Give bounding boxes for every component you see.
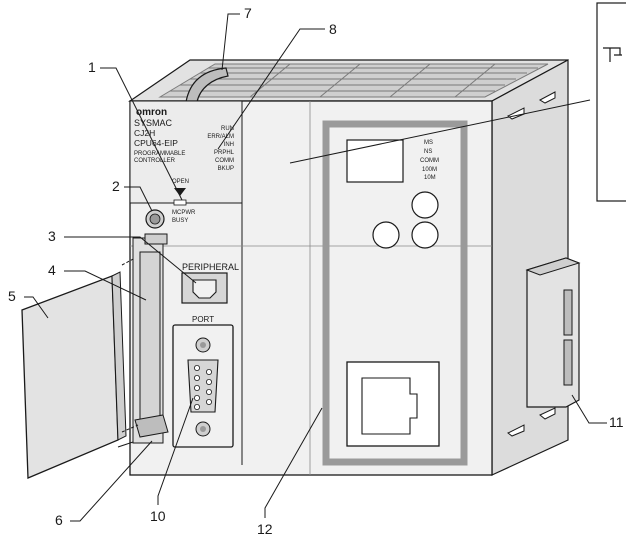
- led-label-comm: COMM: [215, 158, 234, 164]
- rotary-switch-upper[interactable]: [411, 191, 439, 219]
- cpu-unit: [117, 58, 569, 476]
- eip-led-ms: MS: [424, 140, 433, 146]
- port-label: PORT: [192, 315, 214, 324]
- desc2-label: CONTROLLER: [134, 158, 176, 164]
- label-panel-text: omron SYSMAC CJ2H CPU64-EIP PROGRAMMABLE…: [134, 107, 439, 324]
- callout-7: 7: [244, 5, 252, 21]
- callout-12: 12: [257, 521, 273, 537]
- rj45-socket-icon: [361, 377, 418, 435]
- series-label: SYSMAC: [134, 118, 173, 128]
- ethernet-led-window: [346, 139, 404, 183]
- busy-label: BUSY: [172, 218, 188, 224]
- led-label-bkup: BKUP: [218, 166, 234, 172]
- desc1-label: PROGRAMMABLE: [134, 151, 185, 157]
- serial-pins: [193, 364, 212, 410]
- memory-card-slot[interactable]: [139, 251, 161, 423]
- eip-led-ns: NS: [424, 149, 432, 155]
- led-label-run: RUN: [221, 126, 234, 132]
- callout-10: 10: [150, 508, 166, 524]
- eip-led-10m: 10M: [424, 175, 436, 181]
- leader-lines: [24, 13, 607, 522]
- callout-1: 1: [88, 59, 96, 75]
- brand-label: omron: [136, 107, 167, 118]
- vent-grid: [158, 63, 549, 98]
- led-label-erralm: ERR/ALM: [207, 134, 234, 140]
- ethernet-ip-section: [322, 120, 468, 466]
- peripheral-label: PERIPHERAL: [182, 262, 239, 272]
- model-label: CPU64-EIP: [134, 138, 178, 148]
- inset-detail: [596, 2, 626, 202]
- eip-led-comm: COMM: [420, 158, 439, 164]
- eip-led-100m: 100M: [422, 167, 437, 173]
- rotary-switch-left[interactable]: [372, 221, 400, 249]
- rotary-switch-right[interactable]: [411, 221, 439, 249]
- callout-3: 3: [48, 228, 56, 244]
- led-label-inh: INH: [224, 142, 234, 148]
- callout-5: 5: [8, 288, 16, 304]
- callout-8: 8: [329, 21, 337, 37]
- button-center-icon: [149, 213, 161, 225]
- mc-indicator: [173, 199, 187, 206]
- usb-connector-icon: [192, 279, 217, 299]
- led-label-prphl: PRPHL: [214, 150, 235, 156]
- eject-lever[interactable]: [134, 414, 169, 438]
- mcpwr-label: MCPWR: [172, 210, 196, 216]
- expansion-connector[interactable]: [525, 257, 581, 408]
- callout-11: 11: [609, 414, 624, 430]
- callout-6: 6: [55, 512, 63, 528]
- family-label: CJ2H: [134, 128, 155, 138]
- callout-numbers: 1 2 3 4 5 6 7 8 10 11 12: [8, 5, 624, 537]
- callout-4: 4: [48, 262, 56, 278]
- callout-2: 2: [112, 178, 120, 194]
- open-label: OPEN: [172, 179, 189, 185]
- serial-port[interactable]: [187, 359, 219, 413]
- memory-card-cover[interactable]: [21, 257, 139, 479]
